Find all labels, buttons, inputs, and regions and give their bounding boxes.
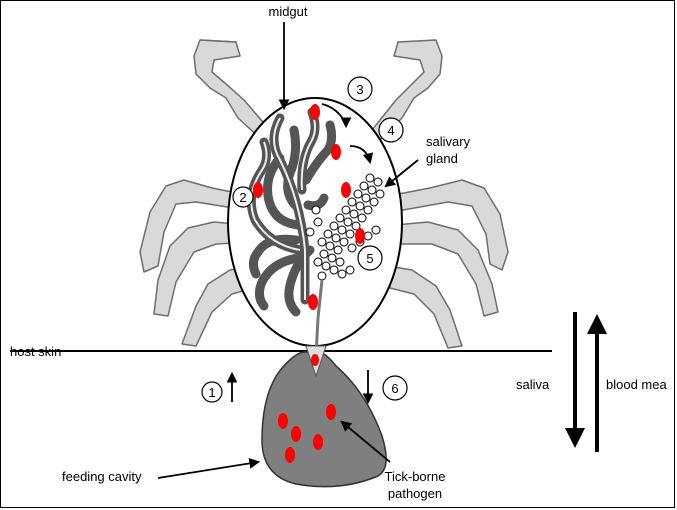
label-pathogen: pathogen	[388, 486, 442, 501]
label-saliva: saliva	[516, 377, 550, 392]
pathogen-dot	[291, 426, 301, 442]
pathogen-dot	[308, 294, 318, 310]
pathogen-dot	[278, 413, 288, 429]
label-tick-borne: Tick-borne	[385, 469, 446, 484]
step-marker-2: 2	[233, 187, 253, 207]
svg-text:2: 2	[239, 190, 246, 205]
label-host-skin: host skin	[10, 344, 61, 359]
leg-upper-left	[194, 40, 268, 140]
label-blood-meal: blood mea	[606, 377, 667, 392]
pathogen-dot	[355, 228, 365, 244]
pathogen-dot	[253, 182, 263, 198]
svg-text:4: 4	[387, 123, 394, 138]
pathogen-dot	[285, 447, 295, 463]
pathogen-dot	[310, 104, 320, 120]
svg-text:1: 1	[208, 385, 215, 400]
pathogen-dot	[311, 354, 319, 366]
step-marker-6: 6	[383, 376, 407, 400]
pathogen-dot	[341, 182, 351, 198]
pathogen-dot	[331, 144, 341, 160]
svg-text:6: 6	[391, 381, 398, 396]
step-marker-4: 4	[379, 118, 403, 142]
svg-text:3: 3	[356, 82, 363, 97]
step-marker-1: 1	[202, 382, 222, 402]
step-marker-3: 3	[348, 77, 372, 101]
label-gland: gland	[426, 151, 458, 166]
label-feeding-cavity: feeding cavity	[62, 469, 142, 484]
label-midgut: midgut	[268, 4, 307, 19]
label-salivary: salivary	[426, 134, 471, 149]
svg-text:5: 5	[366, 251, 373, 266]
pathogen-dot	[326, 404, 336, 420]
pathogen-dot	[313, 434, 323, 450]
step-marker-5: 5	[358, 246, 382, 270]
feeding-cavity-arrow	[158, 462, 258, 478]
flow-arrows	[575, 312, 597, 452]
